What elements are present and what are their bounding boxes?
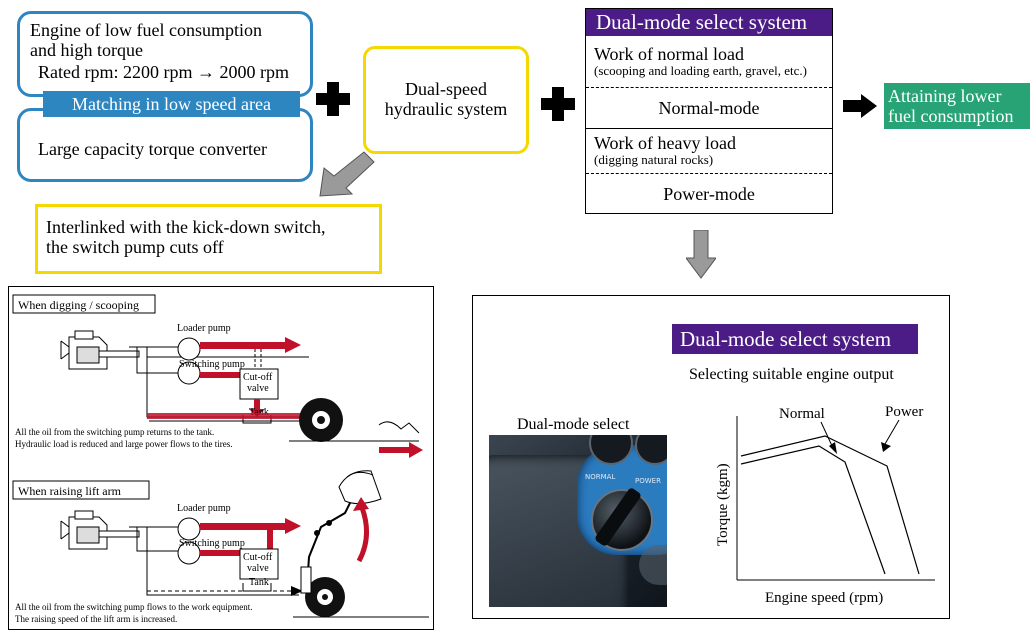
matching-banner: Matching in low speed area [43, 91, 300, 117]
power-label: Power [885, 404, 923, 420]
cutoff-valve-box [239, 548, 279, 580]
engine-icon [60, 330, 140, 370]
digging-tank-label: Tank [249, 407, 269, 418]
raising-note-line1: All the oil from the switching pump flow… [15, 602, 252, 612]
digging-note-line2: Hydraulic load is reduced and large powe… [15, 439, 233, 449]
engine-line1: Engine of low fuel consumption [30, 20, 262, 40]
dms-detail-panel: Dual-mode select system Selecting suitab… [472, 295, 950, 619]
dms-normal-work: Work of normal load [594, 44, 745, 64]
digging-label-box [12, 294, 156, 314]
hydraulic-diagram-panel: When digging / scooping Loader pump Swit… [8, 286, 434, 630]
digging-cutoff-line1: Cut-off [243, 372, 273, 383]
digging-cutoff-line2: valve [247, 383, 269, 394]
engine-line2: and high torque [30, 40, 143, 60]
dms-normal-work-detail: (scooping and loading earth, gravel, etc… [594, 63, 807, 78]
loader-pump-icon [177, 337, 201, 361]
dual-speed-line2: hydraulic system [384, 99, 508, 119]
arrow-right-icon [843, 94, 877, 118]
digging-note-line1: All the oil from the switching pump retu… [15, 427, 214, 437]
kickdown-box: Interlinked with the kick-down switch, t… [35, 204, 382, 274]
result-line1: Attaining lower [888, 86, 1002, 106]
dms-divider-dashed [586, 87, 832, 88]
raising-cutoff-line1: Cut-off [243, 552, 273, 563]
raising-note-line2: The raising speed of the lift arm is inc… [15, 614, 177, 624]
dms-divider-dashed [586, 173, 832, 174]
digging-label: When digging / scooping [18, 298, 139, 312]
result-line2: fuel consumption [888, 106, 1014, 126]
dms-panel-title: Dual-mode select system [586, 9, 832, 36]
result-box: Attaining lower fuel consumption [884, 83, 1030, 129]
torque-converter-box: Large capacity torque converter [17, 108, 313, 182]
arrow-down-icon [686, 230, 716, 279]
graph-xlabel: Engine speed (rpm) [765, 590, 883, 606]
plus-icon [316, 82, 350, 116]
kickdown-line1: Interlinked with the kick-down switch, [46, 217, 326, 237]
raising-label: When raising lift arm [18, 484, 122, 498]
dms-detail-title: Dual-mode select system [672, 324, 918, 354]
raising-cutoff-line2: valve [247, 563, 269, 574]
graph-ylabel: Torque (kgm) [715, 463, 731, 546]
raising-switching-pump-label: Switching pump [179, 538, 245, 549]
dms-divider [586, 128, 832, 129]
engine-icon [60, 510, 140, 550]
dms-detail-subtitle: Selecting suitable engine output [689, 366, 894, 383]
digging-switching-pump-label: Switching pump [179, 359, 245, 370]
digging-loader-pump-label: Loader pump [177, 323, 231, 334]
photo-label: Dual-mode select [517, 416, 630, 433]
dms-normal-mode: Normal-mode [658, 98, 760, 118]
engine-box: Engine of low fuel consumption and high … [17, 11, 313, 97]
dual-mode-switch-photo: NORMAL POWER [489, 435, 667, 607]
engine-rated-rpm: Rated rpm: 2200 rpm → 2000 rpm [38, 62, 289, 82]
loader-arm-icon [306, 470, 382, 588]
loader-pump-icon [177, 517, 201, 541]
torque-graph: Torque (kgm) Engine speed (rpm) Normal P… [715, 404, 935, 606]
matching-banner-text: Matching in low speed area [72, 94, 271, 114]
dms-power-mode: Power-mode [663, 184, 755, 204]
dual-speed-box: Dual-speed hydraulic system [363, 46, 529, 154]
raising-tank-label: Tank [249, 577, 269, 588]
dms-panel: Dual-mode select system Work of normal l… [585, 8, 833, 214]
raising-label-box [12, 480, 150, 500]
dual-speed-line1: Dual-speed [405, 79, 487, 99]
plus-icon [541, 87, 575, 121]
dms-heavy-work-detail: (digging natural rocks) [594, 152, 714, 167]
torque-converter-label: Large capacity torque converter [38, 139, 268, 159]
power-curve [740, 435, 920, 575]
kickdown-line2: the switch pump cuts off [46, 237, 224, 257]
dms-heavy-work: Work of heavy load [594, 133, 737, 153]
normal-curve [740, 445, 886, 575]
hydraulic-diagram-svg: When digging / scooping Loader pump Swit… [12, 294, 429, 624]
normal-label: Normal [779, 406, 825, 422]
switch-power-label: POWER [635, 477, 661, 485]
raising-loader-pump-label: Loader pump [177, 503, 231, 514]
arrow-down-left-icon [319, 151, 375, 197]
switch-normal-label: NORMAL [585, 473, 616, 481]
